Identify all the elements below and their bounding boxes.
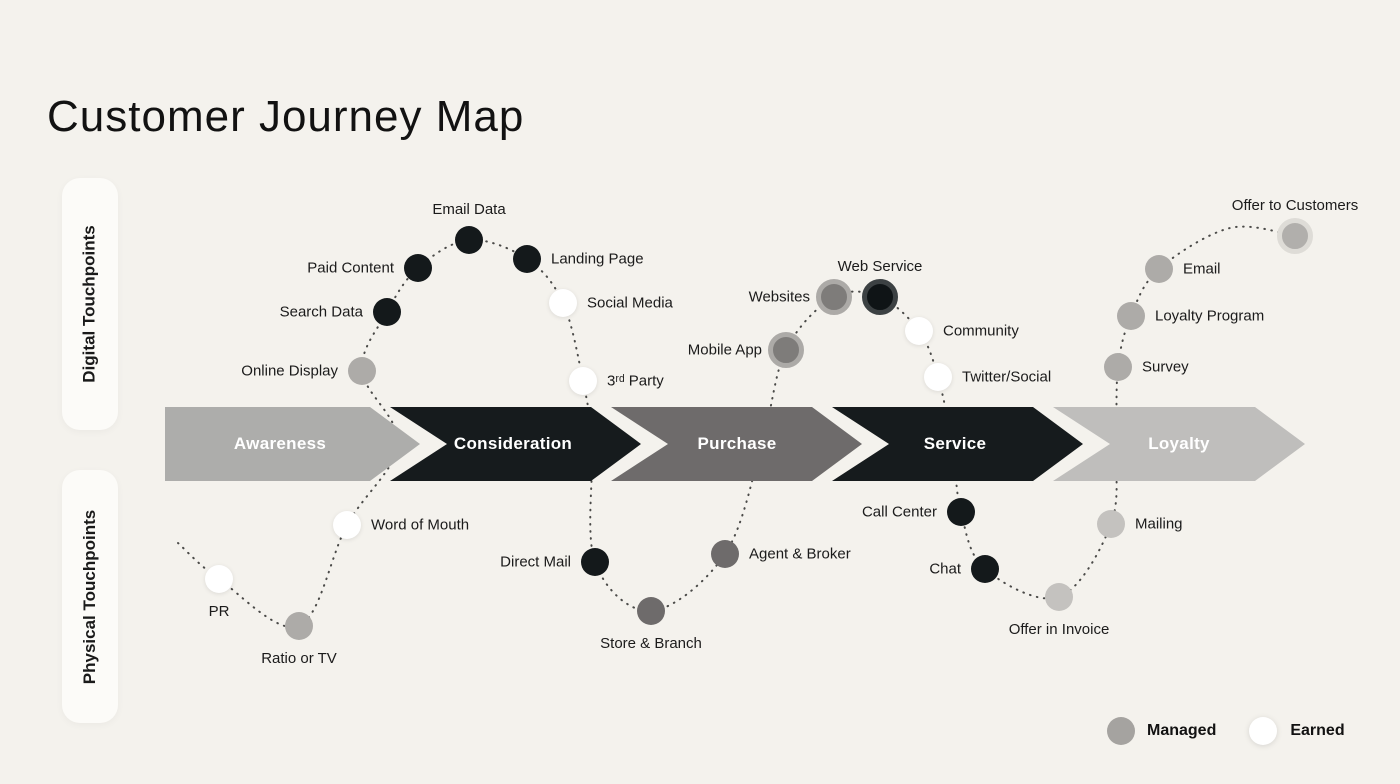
legend-label-earned: Earned xyxy=(1290,722,1345,739)
touchpoint-label: Chat xyxy=(929,560,961,578)
touchpoint-label: Email Data xyxy=(432,201,506,218)
digital-touchpoints-card: Digital Touchpoints xyxy=(62,178,118,430)
managed-dot-icon xyxy=(404,254,432,282)
legend: Managed Earned xyxy=(1107,716,1363,746)
legend-item-managed: Managed xyxy=(1107,717,1216,745)
earned-dot-icon xyxy=(205,565,233,593)
touchpoint-label: Word of Mouth xyxy=(371,516,470,534)
stage-label-awareness: Awareness xyxy=(233,434,327,453)
touchpoint-label: Store & Branch xyxy=(600,635,702,652)
touchpoint-label: Twitter/Social xyxy=(962,368,1052,386)
managed-dot-icon xyxy=(711,540,739,568)
touchpoint-label: Offer in Invoice xyxy=(1008,621,1110,638)
legend-item-earned: Earned xyxy=(1248,716,1345,746)
touchpoint-label: Mailing xyxy=(1135,515,1183,533)
managed-dot-icon xyxy=(971,555,999,583)
touchpoint-label: Survey xyxy=(1142,358,1189,376)
managed-legend-dot-icon xyxy=(1107,717,1135,745)
managed-dot-icon xyxy=(513,245,541,273)
earned-dot-icon xyxy=(905,317,933,345)
stage-arrow-service xyxy=(832,407,1083,481)
touchpoint-label: Email xyxy=(1183,260,1221,278)
touchpoint-label: Loyalty Program xyxy=(1155,307,1265,325)
physical-touchpoints-card: Physical Touchpoints xyxy=(62,470,118,723)
touchpoint-label: Web Service xyxy=(837,258,923,275)
managed-dot-icon xyxy=(947,498,975,526)
stage-label-consideration: Consideration xyxy=(453,434,573,453)
managed-dot-icon xyxy=(1117,302,1145,330)
earned-dot-icon xyxy=(924,363,952,391)
touchpoint-label: Offer to Customers xyxy=(1231,197,1359,214)
touchpoint-label: 3ʳᵈ Party xyxy=(607,372,664,390)
touchpoint-label: PR xyxy=(208,603,230,620)
managed-ring-dot-icon xyxy=(816,279,852,315)
stage-arrow-loyalty xyxy=(1053,407,1305,481)
legend-label-managed: Managed xyxy=(1147,722,1217,739)
earned-dot-icon xyxy=(549,289,577,317)
touchpoint-label: Paid Content xyxy=(307,259,394,277)
touchpoint-label: Websites xyxy=(748,288,810,306)
managed-dot-icon xyxy=(455,226,483,254)
stage-label-loyalty: Loyalty xyxy=(1148,434,1210,453)
touchpoint-label: Direct Mail xyxy=(500,553,571,571)
managed-ring-dot-icon xyxy=(1277,218,1313,254)
touchpoint-label: Search Data xyxy=(279,303,363,321)
managed-ring-dot-icon xyxy=(862,279,898,315)
stage-arrow-purchase xyxy=(611,407,862,481)
managed-dot-icon xyxy=(1097,510,1125,538)
managed-dot-icon xyxy=(285,612,313,640)
touchpoint-label: Community xyxy=(943,322,1019,340)
earned-legend-dot-icon xyxy=(1249,717,1278,745)
managed-ring-dot-icon xyxy=(768,332,804,368)
touchpoint-label: Online Display xyxy=(241,362,338,380)
managed-dot-icon xyxy=(1145,255,1173,283)
touchpoint-label: Call Center xyxy=(861,503,937,521)
managed-dot-icon xyxy=(1045,583,1073,611)
stage-arrow-awareness xyxy=(165,407,420,481)
managed-dot-icon xyxy=(348,357,376,385)
earned-dot-icon xyxy=(333,511,361,539)
managed-dot-icon xyxy=(373,298,401,326)
managed-dot-icon xyxy=(581,548,609,576)
stage-arrow-consideration xyxy=(390,407,641,481)
stage-label-service: Service xyxy=(923,434,987,453)
touchpoint-label: Landing Page xyxy=(551,250,644,268)
touchpoint-label: Social Media xyxy=(587,294,673,312)
managed-dot-icon xyxy=(1104,353,1132,381)
earned-dot-icon xyxy=(569,367,597,395)
stage-label-purchase: Purchase xyxy=(697,434,777,453)
managed-dot-icon xyxy=(637,597,665,625)
page-title: Customer Journey Map xyxy=(47,92,525,141)
touchpoint-label: Agent & Broker xyxy=(749,545,851,563)
touchpoint-label: Ratio or TV xyxy=(261,650,337,667)
touchpoint-label: Mobile App xyxy=(687,341,762,359)
